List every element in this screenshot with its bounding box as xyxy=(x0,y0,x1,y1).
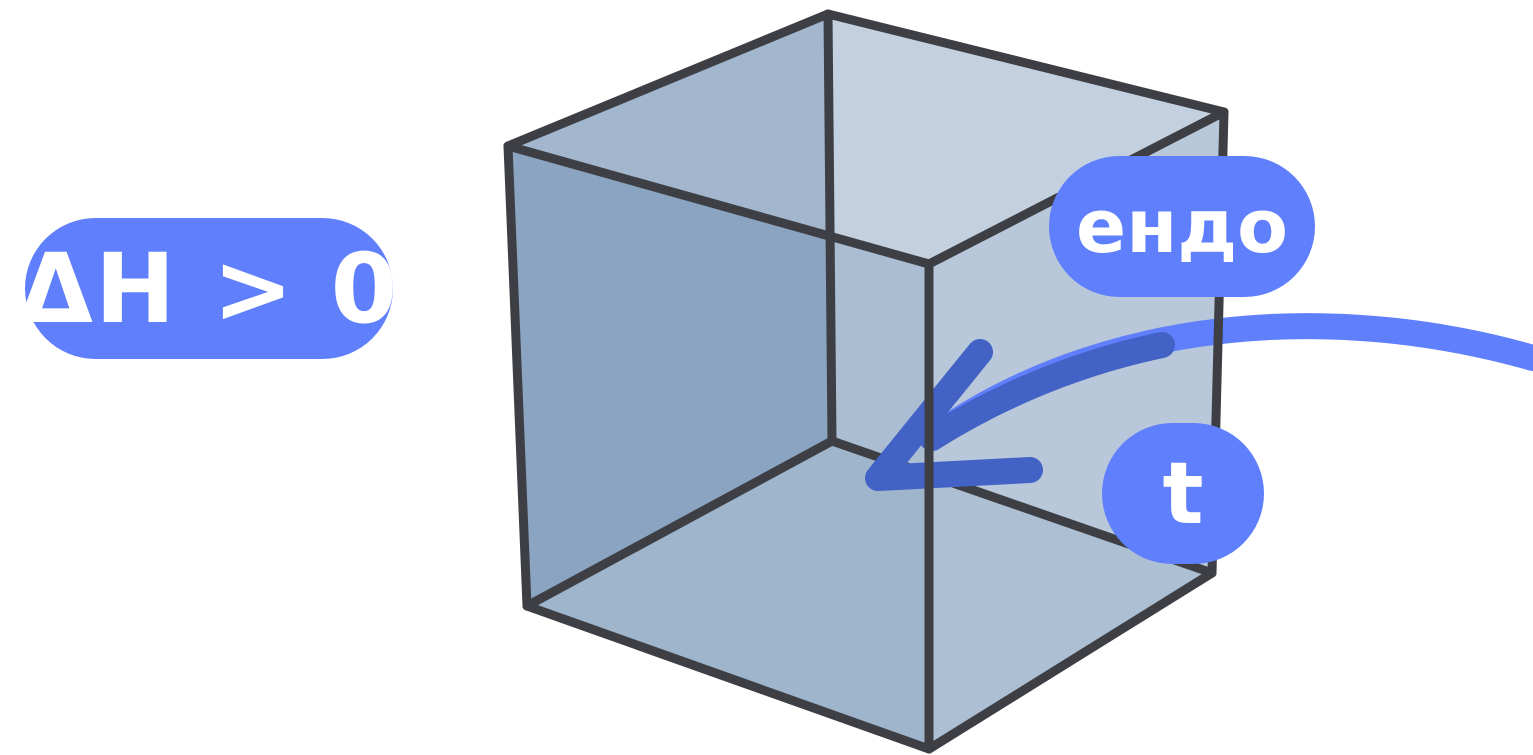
heat-flow-arrowhead xyxy=(865,339,1043,491)
cube-face-front-left xyxy=(508,146,929,749)
process-type-badge: ендо xyxy=(1049,156,1315,297)
heat-badge: t xyxy=(1102,423,1264,564)
heat-flow-curve-overlap xyxy=(919,332,1175,451)
enthalpy-label: ΔH > 0 xyxy=(18,232,400,345)
enthalpy-badge: ΔH > 0 xyxy=(19,218,397,359)
process-type-label: ендо xyxy=(1076,183,1288,270)
heat-symbol-label: t xyxy=(1162,443,1204,544)
